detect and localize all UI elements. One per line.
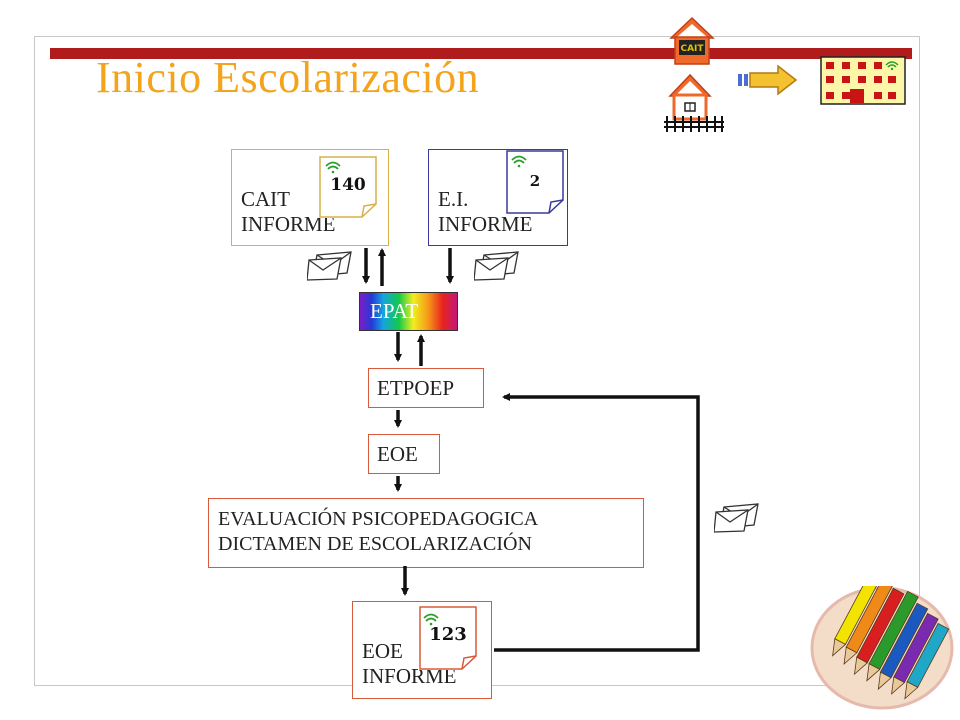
- cait-building-icon: CAIT: [669, 16, 715, 65]
- colored-pencils-icon: [810, 586, 954, 710]
- cait-doc-count: 140: [330, 175, 366, 195]
- etpoep-label: ETPOEP: [377, 376, 455, 400]
- house-icon: [664, 73, 724, 132]
- title-underline-bar: [50, 48, 912, 59]
- evaluacion-label: EVALUACIÓN PSICOPEDAGOGICA: [218, 508, 539, 530]
- eoe-informe-eoe-label: EOE: [362, 639, 403, 663]
- envelope-icon: [714, 503, 759, 533]
- envelope-icon: [307, 251, 352, 281]
- eoe-box: EOE: [368, 434, 440, 474]
- right-arrow-icon: [738, 64, 798, 96]
- cait-building-label: CAIT: [680, 44, 704, 54]
- eoe-label: EOE: [377, 442, 418, 466]
- evaluacion-box: EVALUACIÓN PSICOPEDAGOGICA DICTAMEN DE E…: [208, 498, 644, 568]
- ei-doc-count: 2: [529, 172, 541, 190]
- envelope-icon: [474, 251, 519, 281]
- ei-label: E.I.: [438, 187, 469, 211]
- dictamen-label: DICTAMEN DE ESCOLARIZACIÓN: [218, 533, 532, 555]
- eoe-doc-count: 123: [429, 624, 467, 645]
- epat-box: EPAT: [359, 292, 458, 331]
- ei-document-icon: 2: [505, 150, 565, 214]
- cait-document-icon: 140: [318, 156, 378, 218]
- cait-label: CAIT: [241, 187, 290, 211]
- ei-informe-label: INFORME: [438, 212, 533, 236]
- etpoep-box: ETPOEP: [368, 368, 484, 408]
- slide-frame: [34, 36, 920, 686]
- eoe-document-icon: 123: [418, 606, 478, 670]
- school-building-icon: [820, 56, 906, 105]
- cait-informe-box: CAIT INFORME: [231, 149, 389, 246]
- slide-title: Inicio Escolarización: [96, 53, 480, 102]
